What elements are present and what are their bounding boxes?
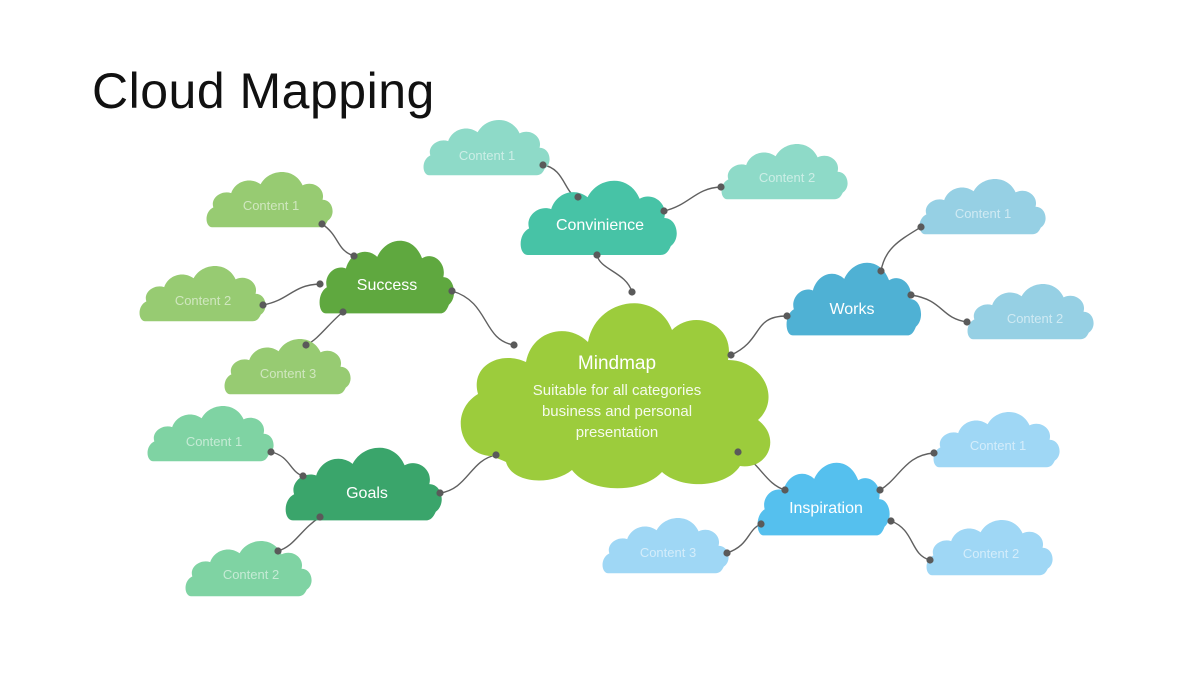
connector-dot (267, 448, 275, 456)
center-line-3: presentation (576, 424, 659, 441)
connector-goals-content2 (277, 516, 321, 552)
connector-dot (318, 220, 326, 228)
center-line-2: business and personal (542, 403, 692, 420)
connector-inspiration-content1 (879, 452, 935, 491)
inspiration-content-2-label: Content 2 (963, 546, 1019, 561)
connector-dot (876, 486, 884, 494)
connector-dot (917, 223, 925, 231)
branch-success: Success Content 1 Content 2 Content 3 (139, 172, 455, 395)
connector-dot (574, 193, 582, 201)
goals-content-2[interactable]: Content 2 (185, 541, 312, 597)
success-content-2-label: Content 2 (175, 293, 231, 308)
connector-goals-center (439, 454, 497, 494)
convinience-content-2[interactable]: Content 2 (721, 144, 848, 200)
success-content-3-label: Content 3 (260, 366, 316, 381)
connector-dot (299, 472, 307, 480)
connector-success-content2 (262, 283, 321, 306)
works-content-2-label: Content 2 (1007, 311, 1063, 326)
connector-dot (316, 513, 324, 521)
connector-dot (781, 486, 789, 494)
works-label: Works (829, 301, 874, 318)
goals-content-1[interactable]: Content 1 (147, 406, 274, 462)
convinience-content-2-label: Content 2 (759, 170, 815, 185)
works-cloud-shape (786, 262, 922, 336)
connector-dot (963, 318, 971, 326)
connector-dot (302, 341, 310, 349)
works-content-1[interactable]: Content 1 (919, 179, 1046, 235)
goals-cloud[interactable]: Goals (285, 447, 442, 521)
success-content-2[interactable]: Content 2 (139, 266, 266, 322)
connector-dot (930, 449, 938, 457)
center-cloud[interactable]: Mindmap Suitable for all categories busi… (460, 303, 771, 489)
success-content-1-label: Content 1 (243, 198, 299, 213)
page-title: Cloud Mapping (92, 63, 435, 119)
convinience-content-1[interactable]: Content 1 (423, 120, 550, 176)
branch-works: Works Content 1 Content 2 (786, 179, 1094, 340)
connector-dot (660, 207, 668, 215)
success-label: Success (357, 277, 417, 294)
connector-dot (907, 291, 915, 299)
connector-works-content1 (880, 226, 922, 272)
connector-dot (926, 556, 934, 564)
goals-label: Goals (346, 485, 388, 502)
connector-inspiration-content2 (890, 520, 931, 561)
connector-works-center (730, 315, 788, 356)
branch-inspiration: Inspiration Content 1 Content 2 Content … (602, 412, 1060, 576)
connector-dot (436, 489, 444, 497)
works-content-1-label: Content 1 (955, 206, 1011, 221)
connector-convinience-content2 (663, 186, 722, 212)
goals-content-1-label: Content 1 (186, 434, 242, 449)
connector-dot (717, 183, 725, 191)
connector-dot (316, 280, 324, 288)
connector-dot (510, 341, 518, 349)
connector-success-content3 (305, 311, 344, 346)
connector-goals-content1 (270, 451, 304, 477)
connector-dot (448, 287, 456, 295)
connector-convinience-center (596, 254, 633, 293)
goals-content-2-label: Content 2 (223, 567, 279, 582)
inspiration-cloud[interactable]: Inspiration (757, 462, 890, 536)
inspiration-content-1[interactable]: Content 1 (933, 412, 1060, 468)
connector-dot (727, 351, 735, 359)
connector-dot (723, 549, 731, 557)
connector-dot (783, 312, 791, 320)
connector-dot (593, 251, 601, 259)
connector-dot (887, 517, 895, 525)
works-cloud[interactable]: Works (786, 262, 922, 336)
convinience-content-1-label: Content 1 (459, 148, 515, 163)
connector-dot (259, 301, 267, 309)
connector-dot (274, 547, 282, 555)
success-content-1[interactable]: Content 1 (206, 172, 333, 228)
success-cloud[interactable]: Success (319, 240, 455, 314)
works-content-2[interactable]: Content 2 (967, 284, 1094, 340)
connector-dot (877, 267, 885, 275)
center-title: Mindmap (578, 353, 656, 374)
connector-success-content1 (321, 223, 355, 257)
connector-dot (339, 308, 347, 316)
branch-goals: Goals Content 1 Content 2 (147, 406, 442, 597)
connector-works-content2 (910, 294, 968, 323)
connector-dot (757, 520, 765, 528)
success-content-3[interactable]: Content 3 (224, 339, 351, 395)
inspiration-label: Inspiration (789, 500, 863, 517)
inspiration-content-2[interactable]: Content 2 (926, 520, 1053, 576)
convinience-label: Convinience (556, 217, 644, 234)
connector-inspiration-content3 (726, 523, 762, 554)
connector-dot (350, 252, 358, 260)
connector-dot (734, 448, 742, 456)
inspiration-content-3[interactable]: Content 3 (602, 518, 729, 574)
branch-convinience: Convinience Content 1 Content 2 (423, 120, 848, 255)
connector-success-center (451, 290, 515, 346)
inspiration-content-1-label: Content 1 (970, 438, 1026, 453)
connector-dot (492, 451, 500, 459)
center-line-1: Suitable for all categories (533, 382, 701, 399)
connector-dot (628, 288, 636, 296)
connector-dots (259, 161, 971, 564)
inspiration-content-3-label: Content 3 (640, 545, 696, 560)
convinience-cloud[interactable]: Convinience (520, 180, 677, 255)
connector-dot (539, 161, 547, 169)
